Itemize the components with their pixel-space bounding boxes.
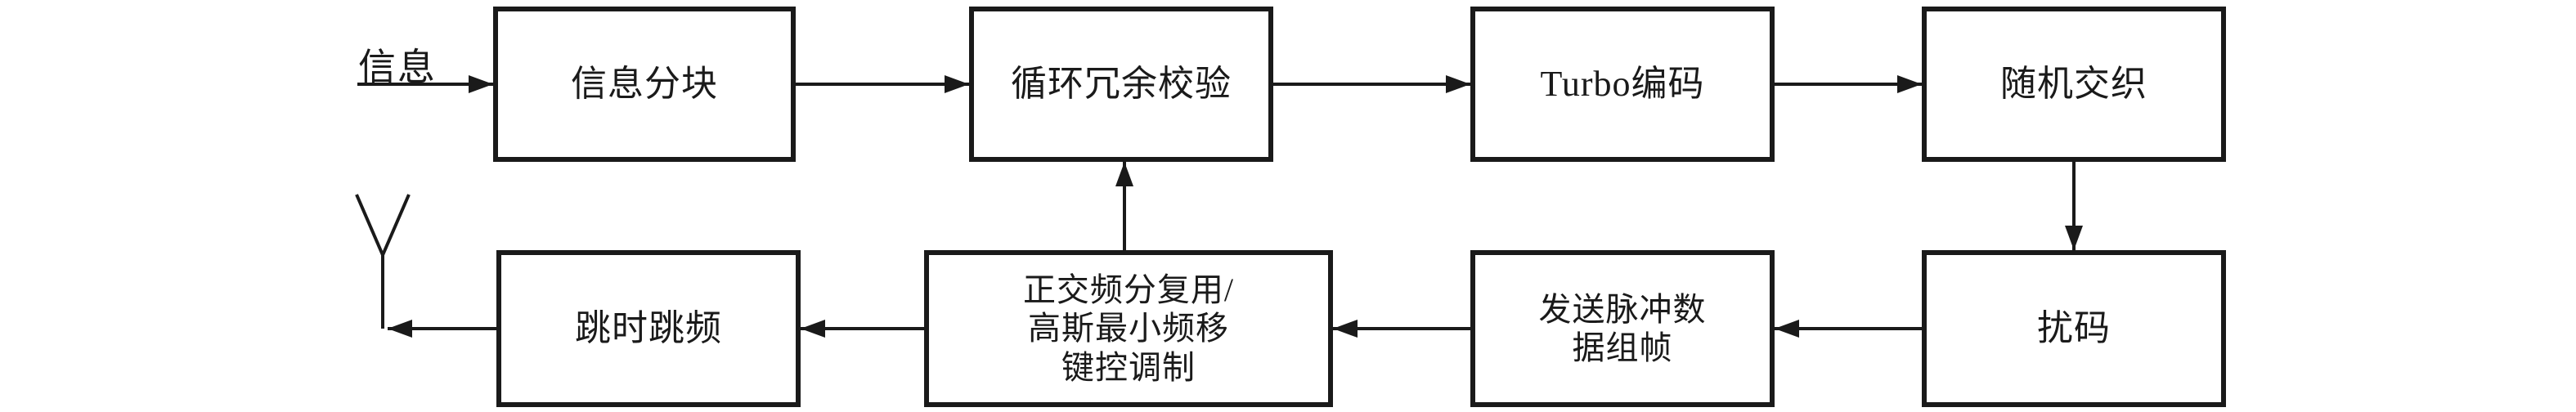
box-scrambling: 扰码 xyxy=(1922,250,2226,407)
box-label-line: 正交频分复用/ xyxy=(1022,271,1235,309)
box-label: Turbo编码 xyxy=(1540,64,1705,105)
box-label: 跳时跳频 xyxy=(575,308,722,349)
box-label: 信息分块 xyxy=(571,64,718,105)
box-turbo-coding: Turbo编码 xyxy=(1470,7,1775,162)
box-label-line: 键控调制 xyxy=(1061,348,1196,386)
box-random-interleaving: 随机交织 xyxy=(1922,7,2226,162)
box-label: 随机交织 xyxy=(2000,64,2147,105)
box-crc-check: 循环冗余校验 xyxy=(969,7,1273,162)
box-info-segmentation: 信息分块 xyxy=(493,7,796,162)
box-label-line: 据组帧 xyxy=(1572,329,1673,366)
antenna-icon xyxy=(355,194,411,329)
box-ofdm-gmsk-modulation: 正交频分复用/ 高斯最小频移 键控调制 xyxy=(924,250,1333,407)
input-signal-label: 信息 xyxy=(358,47,437,88)
box-label-line: 发送脉冲数 xyxy=(1538,290,1707,328)
box-time-frequency-hopping: 跳时跳频 xyxy=(496,250,801,407)
box-label: 扰码 xyxy=(2037,308,2111,349)
box-label-line: 高斯最小频移 xyxy=(1028,310,1229,347)
box-label: 循环冗余校验 xyxy=(1011,64,1232,105)
box-pulse-data-framing: 发送脉冲数 据组帧 xyxy=(1470,250,1775,407)
